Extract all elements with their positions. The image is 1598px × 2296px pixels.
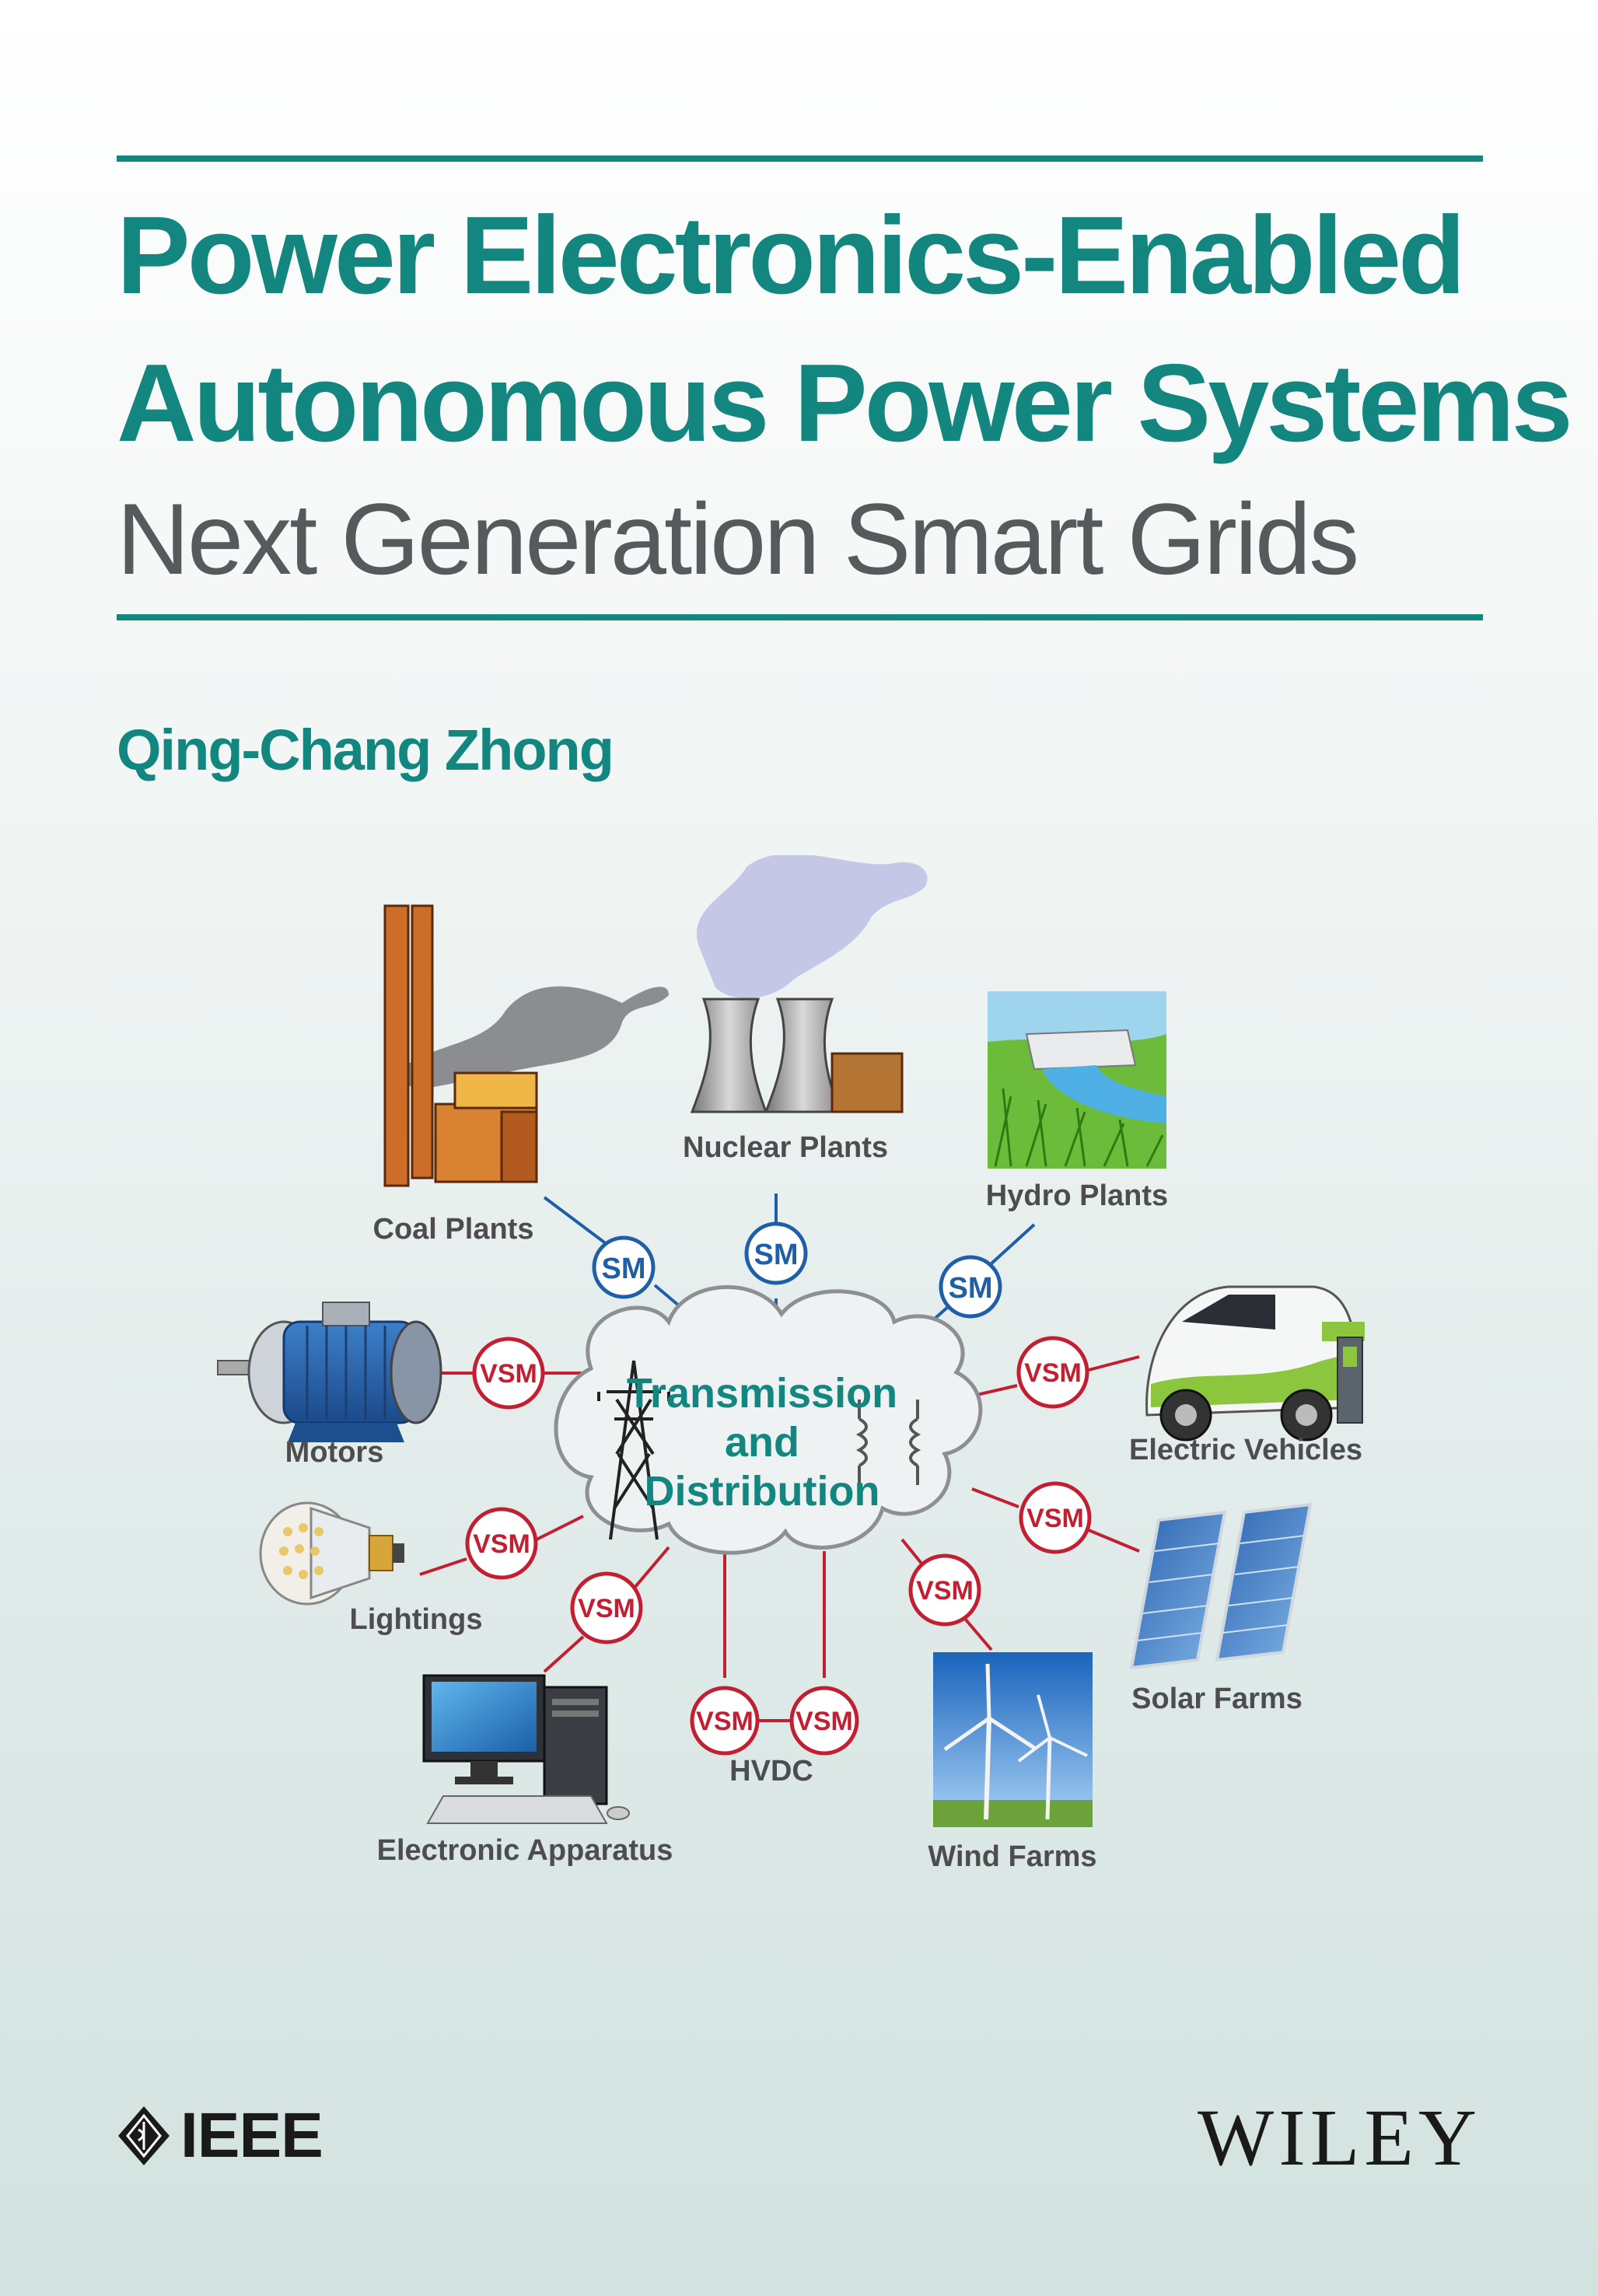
transmission-tower-icon [597,1360,670,1540]
vsm-badge-motors: VSM [472,1337,545,1410]
solar-farms-label: Solar Farms [1131,1683,1303,1715]
vsm-badge-ev: VSM [1016,1336,1089,1409]
svg-text:SM: SM [754,1239,799,1271]
bottom-rule [117,614,1483,620]
coal-plant-icon [383,904,669,1187]
computer-icon [422,1674,630,1824]
title-line-1: Power Electronics-Enabled [117,194,1466,317]
light-bulb-icon [259,1501,404,1606]
ieee-text: IEEE [180,2100,323,2171]
sm-badge-coal: SM [592,1235,656,1299]
svg-text:VSM: VSM [916,1576,974,1606]
electronic-apparatus-label: Electronic Apparatus [377,1834,673,1867]
svg-text:VSM: VSM [1026,1504,1084,1533]
top-rule [117,156,1483,162]
svg-text:VSM: VSM [480,1359,537,1389]
motor-icon [217,1302,442,1442]
coal-plants-label: Coal Plants [373,1213,534,1246]
hvdc-label: HVDC [729,1755,813,1788]
title-line-2: Autonomous Power Systems [117,341,1573,465]
center-label-line3: Distribution [645,1468,880,1515]
svg-text:VSM: VSM [696,1707,754,1736]
vsm-badge-electronic: VSM [570,1571,643,1644]
svg-text:VSM: VSM [578,1594,635,1623]
ieee-diamond-icon [118,2106,170,2165]
vsm-badge-hvdc-left: VSM [690,1686,760,1756]
hydro-plant-icon [988,991,1166,1169]
sm-badge-hydro: SM [939,1255,1002,1319]
wind-farms-label: Wind Farms [928,1840,1096,1873]
electric-vehicle-icon [1145,1285,1365,1442]
nuclear-plants-label: Nuclear Plants [683,1131,888,1164]
solar-panel-icon [1129,1502,1313,1670]
smart-grid-diagram: Transmission and Distribution Coal Plant… [217,855,1365,1873]
ieee-logo: IEEE [117,2099,323,2172]
vsm-badge-wind: VSM [908,1553,981,1627]
center-label-line2: and [725,1419,799,1466]
transformer-icon [855,1400,921,1485]
author-name: Qing-Chang Zhong [117,718,614,782]
sm-badge-nuclear: SM [744,1221,808,1285]
svg-text:VSM: VSM [796,1707,853,1736]
connector-lines [419,1193,1140,1722]
nuclear-plant-icon [690,855,928,1113]
hydro-plants-label: Hydro Plants [986,1179,1168,1212]
vsm-badge-hvdc-right: VSM [789,1686,859,1756]
vsm-badge-lightings: VSM [465,1507,538,1580]
svg-text:SM: SM [602,1253,646,1285]
vsm-badge-solar: VSM [1019,1481,1092,1554]
lightings-label: Lightings [350,1603,483,1636]
svg-text:VSM: VSM [1024,1358,1082,1388]
center-label-line1: Transmission [627,1370,897,1417]
svg-text:SM: SM [949,1272,993,1305]
electric-vehicles-label: Electric Vehicles [1129,1434,1362,1466]
transmission-cloud: Transmission and Distribution [554,1284,983,1555]
svg-text:VSM: VSM [473,1529,530,1559]
motors-label: Motors [285,1436,384,1469]
wind-turbine-icon [933,1652,1093,1827]
subtitle: Next Generation Smart Grids [117,482,1359,596]
wiley-logo: WILEY [1198,2093,1481,2182]
